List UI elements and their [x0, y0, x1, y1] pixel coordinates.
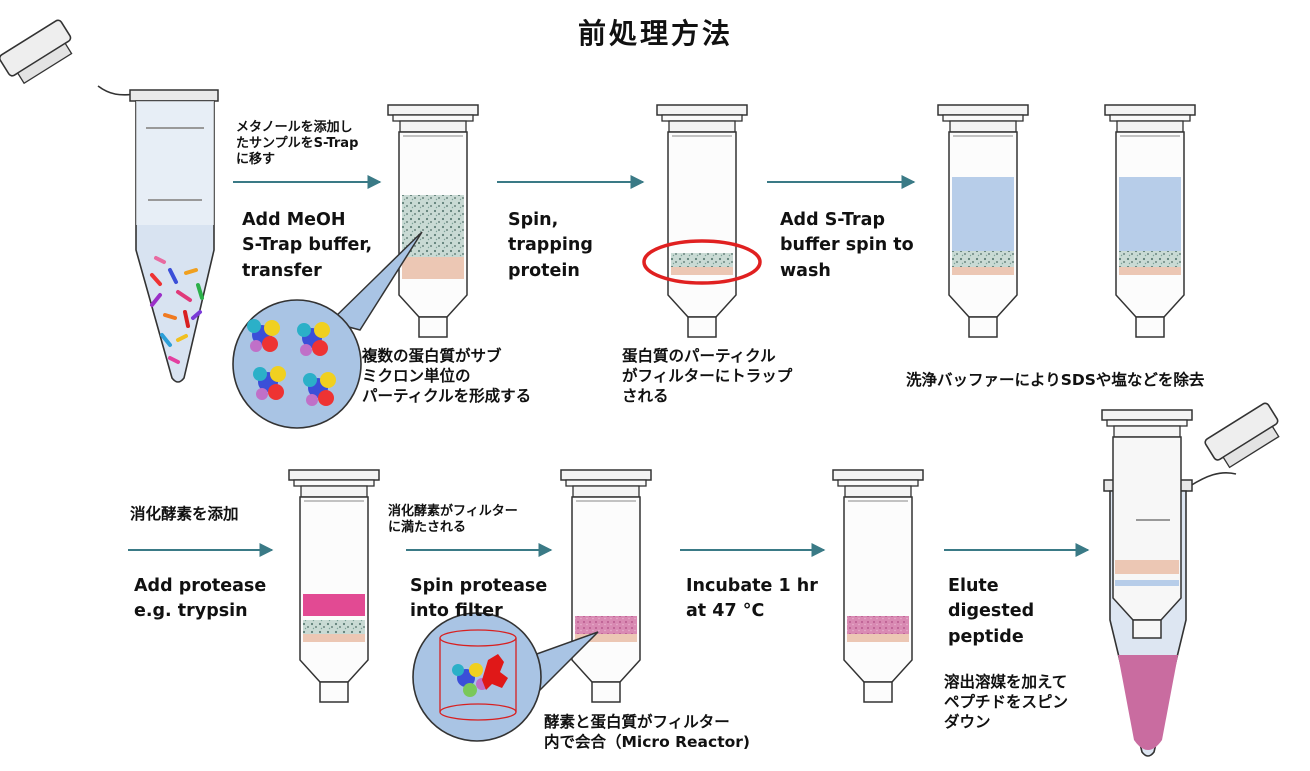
step1-en-label: Add MeOH S-Trap buffer, transfer	[242, 210, 373, 281]
column-step6	[832, 469, 924, 703]
step1-note: 複数の蛋白質がサブ ミクロン単位の パーティクルを形成する	[362, 347, 532, 406]
filter-highlight	[642, 239, 762, 285]
particle-bubble	[232, 231, 423, 429]
collection-tube	[1101, 402, 1280, 757]
step3-note: 洗浄バッファーによりSDSや塩などを除去	[906, 371, 1205, 389]
step2-en-label: Spin, trapping protein	[508, 210, 593, 281]
step4-en-label: Add protease e.g. trypsin	[134, 576, 267, 622]
step2-note: 蛋白質のパーティクル がフィルターにトラップ される	[622, 347, 793, 406]
step5-jp-label: 消化酵素がフィルター に満たされる	[388, 504, 518, 535]
step7-jp-label: 溶出溶媒を加えて ペプチドをスピン ダウン	[944, 673, 1069, 732]
page-title: 前処理方法	[578, 17, 734, 50]
step6-en-label: Incubate 1 hr at 47 °C	[686, 576, 818, 622]
sample-tube	[0, 19, 219, 383]
column-step5	[560, 469, 652, 703]
step4-jp-label: 消化酵素を添加	[130, 505, 239, 523]
column-step3b	[1104, 104, 1196, 338]
micro-reactor-bubble	[412, 612, 599, 742]
flow-arrows	[128, 175, 1090, 557]
column-step2	[642, 104, 762, 338]
step5-note: 酵素と蛋白質がフィルター 内で会合（Micro Reactor)	[544, 713, 750, 752]
step5-en-label: Spin protease into filter	[410, 576, 548, 622]
column-step1	[387, 104, 479, 338]
step7-en-label: Elute digested peptide	[948, 576, 1035, 647]
column-step3a	[937, 104, 1029, 338]
step3-en-label: Add S-Trap buffer spin to wash	[780, 210, 914, 281]
step1-jp-label: メタノールを添加し たサンプルをS-Trap に移す	[236, 120, 359, 167]
column-step4	[288, 469, 380, 703]
